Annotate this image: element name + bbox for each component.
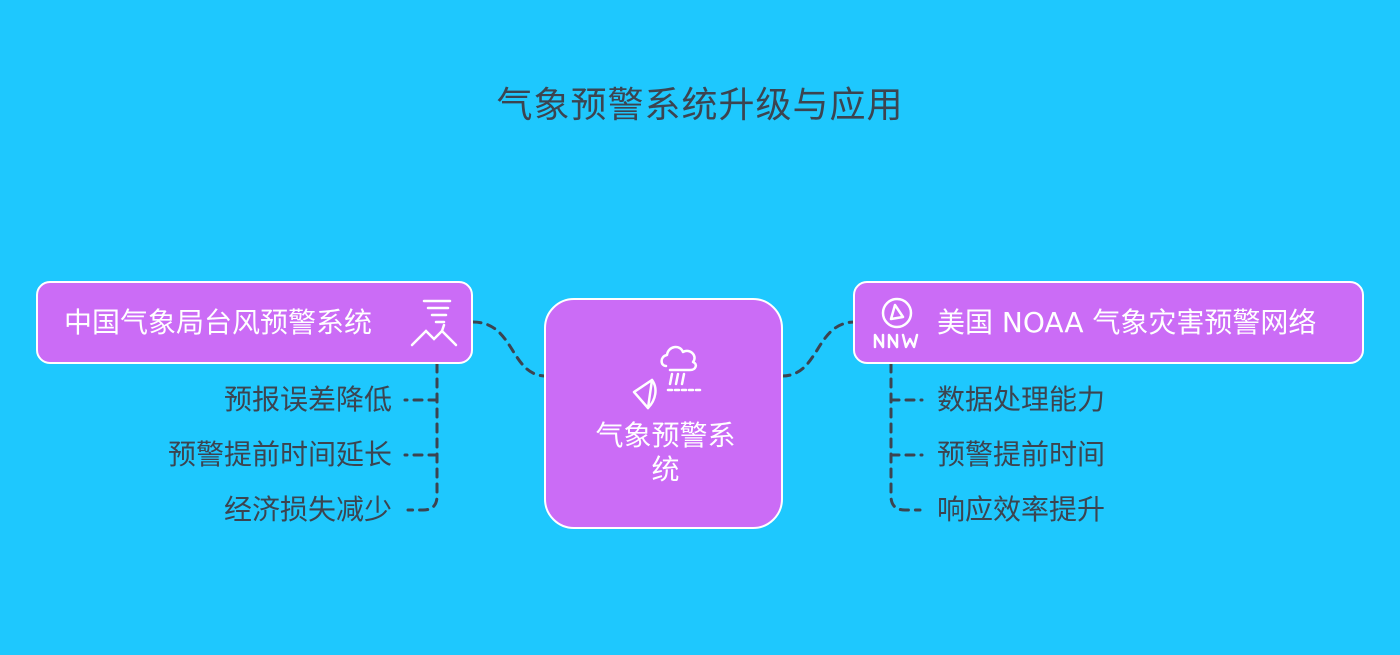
tornado-icon	[408, 295, 464, 355]
connector-right-trunk	[889, 362, 922, 512]
connector-left-trunk	[406, 362, 439, 512]
right-topic-node[interactable]: 美国 NOAA 气象灾害预警网络	[853, 281, 1364, 364]
connector-left-center	[471, 320, 548, 378]
left-topic-node[interactable]: 中国气象局台风预警系统	[36, 281, 473, 364]
right-topic-label: 美国 NOAA 气象灾害预警网络	[937, 306, 1317, 339]
center-topic-label: 气象预警系统	[595, 419, 736, 486]
right-leaf-2: 预警提前时间	[937, 438, 1106, 471]
wind-direction-compass-icon	[869, 295, 925, 357]
left-leaf-1: 预报误差降低	[223, 383, 392, 416]
rain-cloud-icon	[622, 336, 710, 416]
right-leaf-1: 数据处理能力	[937, 383, 1106, 416]
center-topic-node[interactable]: 气象预警系统	[544, 298, 783, 529]
left-topic-label: 中国气象局台风预警系统	[64, 306, 373, 339]
left-leaf-2: 预警提前时间延长	[167, 438, 392, 471]
connector-center-right	[780, 320, 857, 378]
diagram-title: 气象预警系统升级与应用	[496, 85, 904, 126]
right-leaf-3: 响应效率提升	[937, 493, 1106, 526]
left-leaf-3: 经济损失减少	[223, 493, 392, 526]
